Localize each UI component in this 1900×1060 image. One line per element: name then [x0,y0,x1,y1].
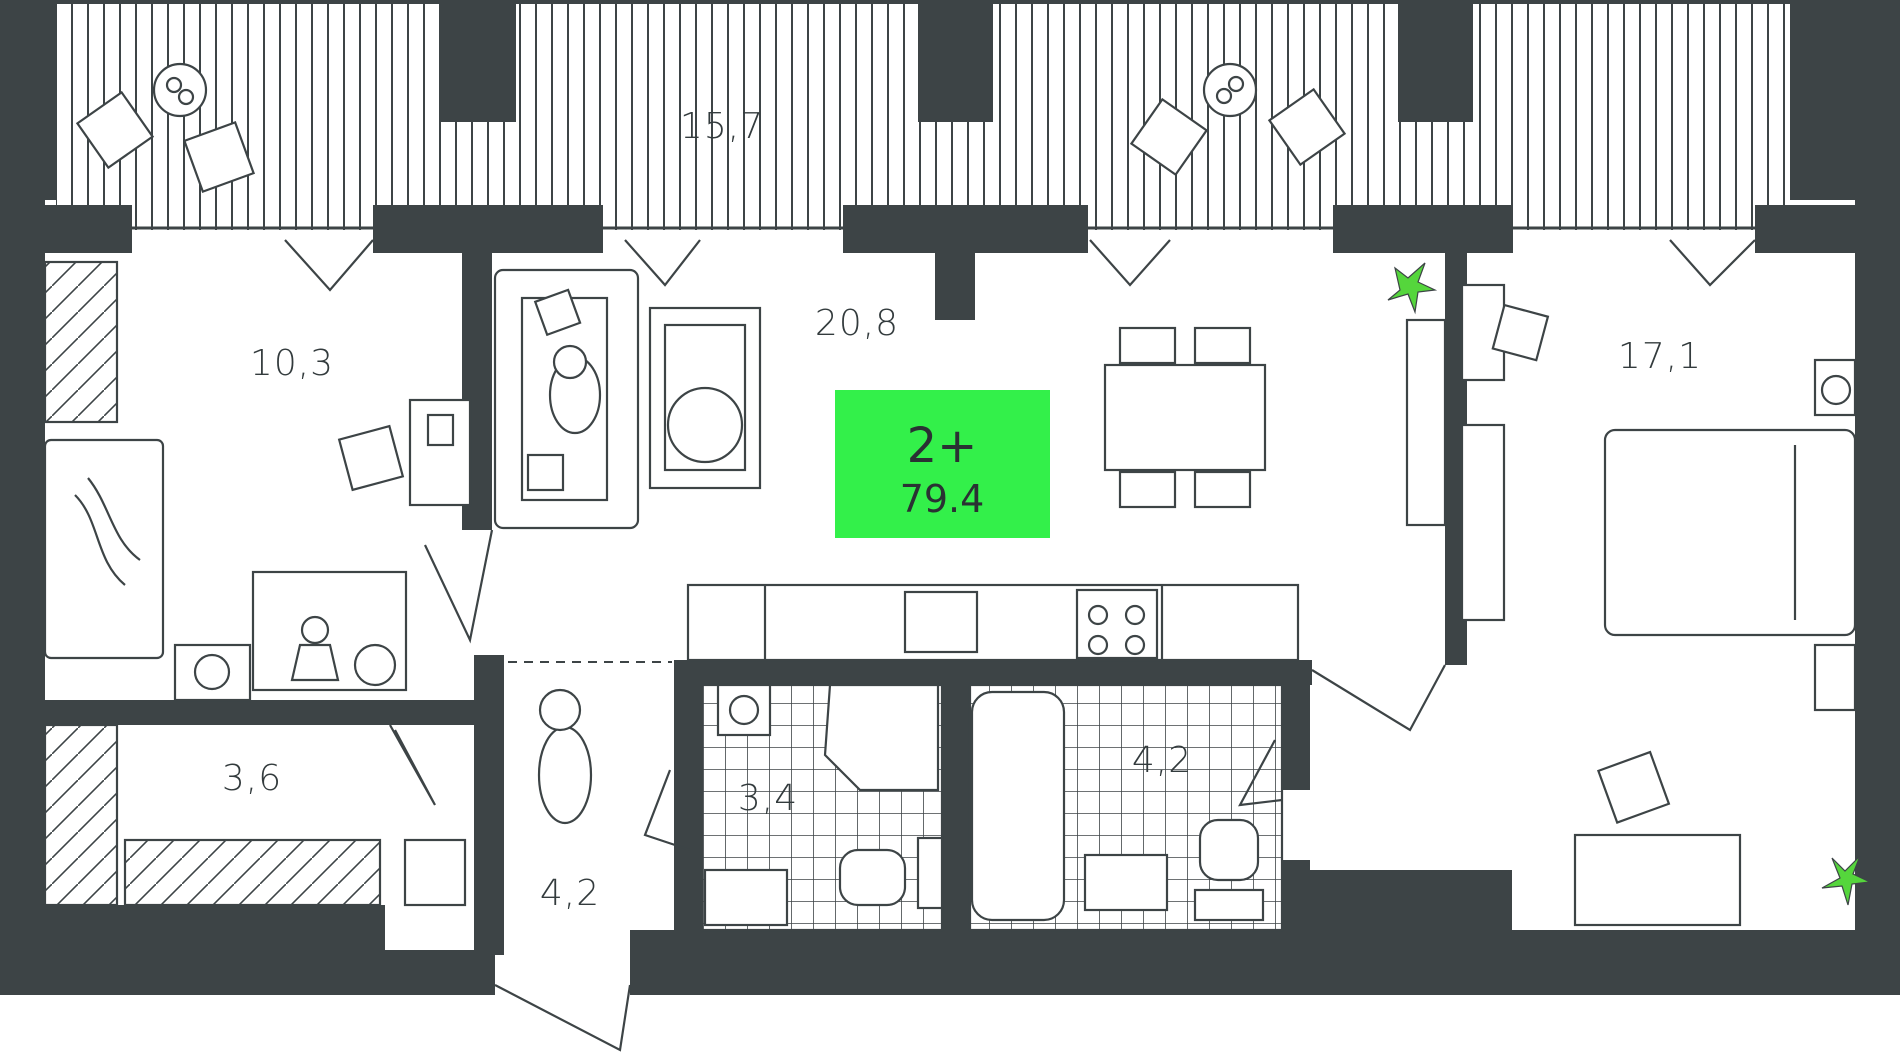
sink-icon [1083,853,1169,912]
room-area-storage: 3,6 [222,758,282,799]
shower-icon [823,683,940,792]
room-area-kids-bedroom: 10,3 [250,343,334,384]
wardrobe [1460,423,1506,622]
coffee-table [666,386,744,464]
bedroom-furniture [1460,283,1857,927]
bed-icon [43,438,165,660]
room-area-balcony: 15,7 [680,106,764,147]
room-area-bedroom: 17,1 [1618,336,1702,377]
walls [0,0,1900,995]
plant-icon [1387,262,1873,906]
chair-icon [1596,750,1671,824]
sink-icon [903,590,979,654]
room-area-living-kitchen: 20,8 [815,303,899,344]
room-count: 2+ [907,418,978,474]
living-furniture [493,268,1447,662]
bed-icon [1603,428,1857,637]
kitchen-counter [686,583,1300,662]
balcony-furniture [75,62,1347,194]
bathtub-icon [970,690,1066,922]
cabinet [403,838,467,907]
dresser [1573,833,1742,927]
hallway-furniture [43,688,593,907]
room-area-hallway: 4,2 [540,873,600,914]
dog-icon [537,688,593,825]
doll-icon [290,615,340,682]
apartment-badge [835,390,1050,538]
tv-unit [1405,318,1447,527]
chair-icon [337,424,405,492]
total-area: 79.4 [900,477,985,521]
doors [284,239,1756,1052]
nightstand [1813,643,1857,712]
toilet-icon [838,848,907,907]
ball-icon [353,643,397,687]
room-area-bathroom-large: 4,2 [1132,740,1192,781]
bathrooms [700,683,1284,932]
chair-icon [1491,303,1550,362]
sink-icon [703,868,789,927]
toilet-icon [1198,818,1260,882]
table-icon [1103,363,1267,472]
cat-icon [548,344,602,435]
kids-room-furniture [43,260,472,702]
room-area-bathroom-small: 3,4 [738,778,798,819]
